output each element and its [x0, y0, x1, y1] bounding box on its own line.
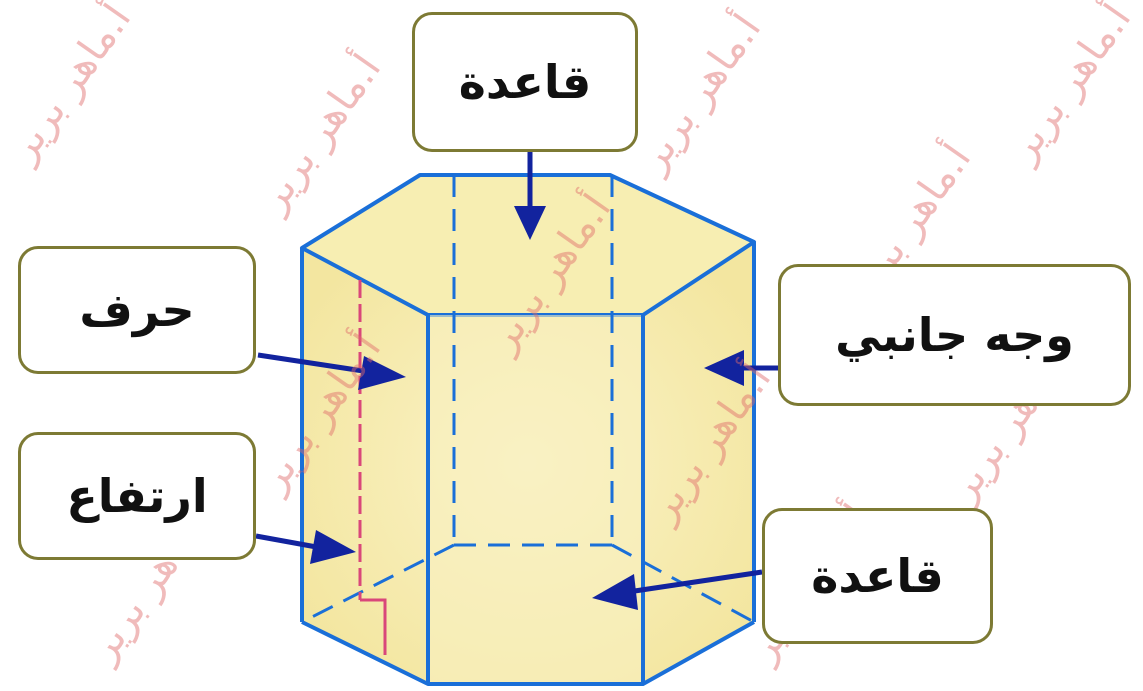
arrow-height — [255, 530, 356, 564]
label-height: ارتفاع — [18, 432, 256, 560]
label-height-text: ارتفاع — [66, 469, 208, 523]
pointer-arrows — [255, 152, 778, 610]
arrow-edge — [257, 352, 406, 390]
label-edge-text: حرف — [79, 283, 195, 337]
label-edge: حرف — [18, 246, 256, 374]
arrow-bottom-base — [592, 569, 763, 610]
front-lateral-face — [428, 315, 643, 684]
label-top-base-text: قاعدة — [458, 55, 592, 109]
label-lateral-face: وجه جانبي — [778, 264, 1131, 406]
label-bottom-base: قاعدة — [762, 508, 993, 644]
arrow-top-base — [514, 152, 546, 240]
arrow-lateral-face — [704, 350, 778, 386]
label-top-base: قاعدة — [412, 12, 638, 152]
label-lateral-face-text: وجه جانبي — [835, 308, 1074, 362]
height-line — [358, 280, 387, 655]
label-bottom-base-text: قاعدة — [811, 549, 944, 603]
visible-edges — [300, 242, 756, 686]
